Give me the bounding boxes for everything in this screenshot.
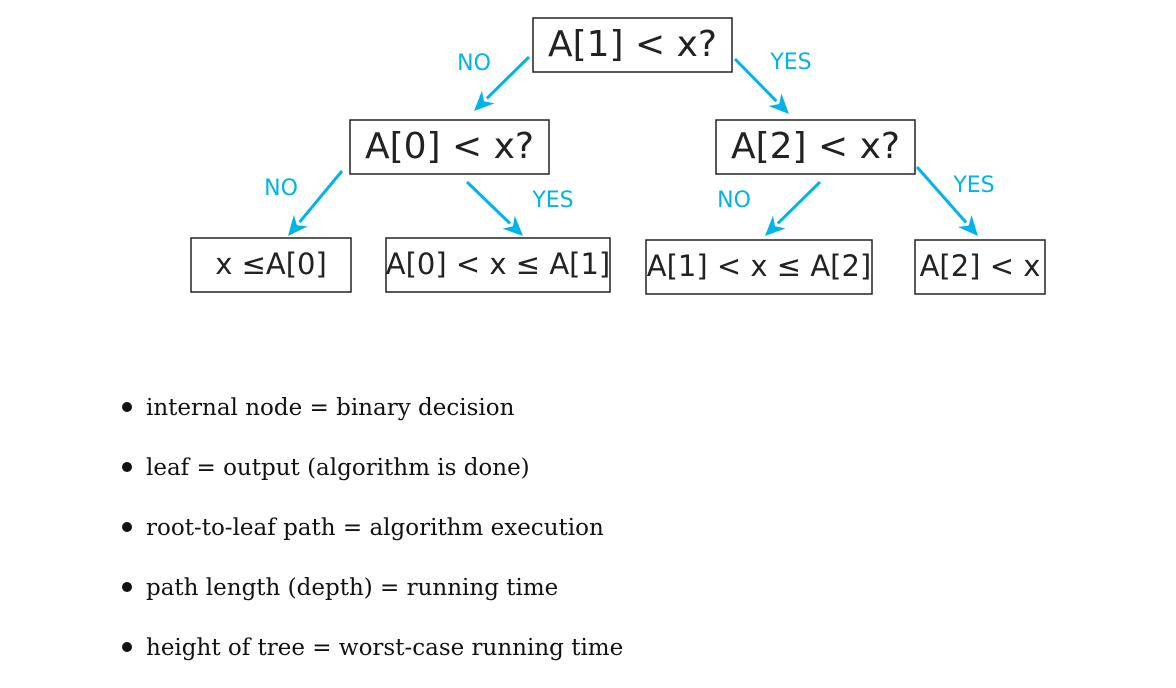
bullet-text: root-to-leaf path = algorithm execution	[146, 515, 604, 541]
edge-left-leaf2: YES	[465, 180, 574, 236]
bullet-text: path length (depth) = running time	[146, 575, 559, 601]
tree-node-root: A[1] < x?	[532, 17, 733, 73]
node-label: A[1] < x?	[548, 24, 717, 65]
edge-line	[776, 180, 822, 225]
edge-label: YES	[769, 50, 811, 75]
tree-node-left: A[0] < x?	[349, 119, 550, 175]
edge-right-leaf3: NO	[717, 180, 822, 236]
edge-line	[485, 55, 531, 100]
edge-root-left: NO	[457, 51, 531, 111]
edge-right-leaf4: YES	[915, 166, 995, 236]
node-box	[385, 237, 611, 293]
bullet-dot-icon	[122, 522, 132, 532]
bullet-dot-icon	[122, 582, 132, 592]
bullet-dot-icon	[122, 642, 132, 652]
bullet-text: height of tree = worst-case running time	[146, 635, 624, 661]
tree-node-right: A[2] < x?	[715, 119, 916, 175]
edge-line	[298, 170, 344, 224]
arrow-head-icon	[474, 90, 495, 111]
bullet-item: internal node = binary decision	[122, 388, 623, 448]
edge-label: NO	[264, 176, 298, 201]
node-box	[190, 237, 352, 293]
node-label: A[0] < x?	[365, 126, 534, 167]
edge-label: NO	[457, 51, 491, 76]
tree-node-leaf3: A[1] < x ≤ A[2]	[645, 239, 873, 295]
edge-label: NO	[717, 188, 751, 213]
tree-node-leaf1: x ≤A[0]	[190, 237, 352, 293]
bullet-dot-icon	[122, 402, 132, 412]
edge-label: YES	[531, 188, 573, 213]
node-label: A[2] < x	[920, 249, 1041, 283]
node-box	[645, 239, 873, 295]
arrow-head-icon	[288, 214, 308, 236]
bullet-item: root-to-leaf path = algorithm execution	[122, 508, 623, 568]
edge-root-right: YES	[733, 50, 812, 114]
edge-line	[465, 180, 512, 225]
arrow-head-icon	[502, 215, 523, 236]
tree-node-leaf2: A[0] < x ≤ A[1]	[385, 237, 611, 293]
bullet-dot-icon	[122, 462, 132, 472]
node-box	[349, 119, 550, 175]
node-label: A[0] < x ≤ A[1]	[386, 247, 610, 281]
node-box	[715, 119, 916, 175]
node-label: A[1] < x ≤ A[2]	[647, 249, 871, 283]
arrow-head-icon	[958, 215, 978, 236]
edge-label: YES	[952, 173, 994, 198]
bullet-item: leaf = output (algorithm is done)	[122, 448, 623, 508]
decision-tree-diagram: A[1] < x? A[0] < x? A[2] < x? x ≤A[0] A[0] <…	[190, 17, 1046, 295]
arrow-head-icon	[768, 93, 789, 114]
edge-left-leaf1: NO	[264, 170, 344, 236]
bullet-item: height of tree = worst-case running time	[122, 628, 623, 688]
arrow-head-icon	[765, 215, 786, 236]
node-box	[914, 239, 1046, 295]
bullet-text: internal node = binary decision	[146, 395, 515, 421]
bullet-item: path length (depth) = running time	[122, 568, 623, 628]
bullet-list: internal node = binary decision leaf = o…	[122, 388, 623, 688]
edge-line	[733, 57, 778, 103]
tree-node-leaf4: A[2] < x	[914, 239, 1046, 295]
bullet-text: leaf = output (algorithm is done)	[146, 455, 530, 481]
node-label: x ≤A[0]	[215, 247, 327, 281]
edge-line	[915, 166, 968, 224]
node-box	[532, 17, 733, 73]
node-label: A[2] < x?	[731, 126, 900, 167]
